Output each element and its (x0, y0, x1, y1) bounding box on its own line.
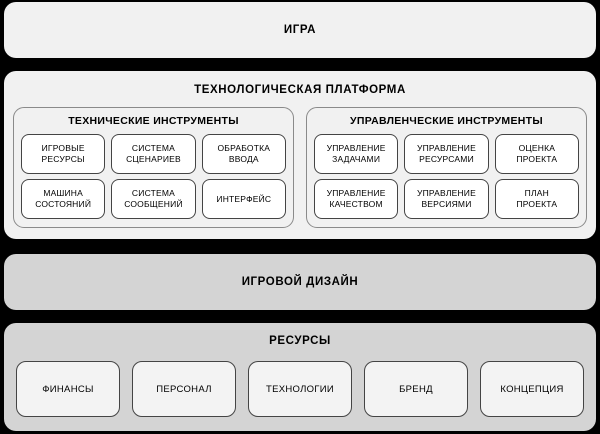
band-platform: ТЕХНОЛОГИЧЕСКАЯ ПЛАТФОРМА ТЕХНИЧЕСКИЕ ИН… (4, 71, 596, 239)
tool-cell[interactable]: СИСТЕМА СООБЩЕНИЙ (111, 179, 196, 219)
resource-cell[interactable]: БРЕНД (364, 361, 468, 417)
tool-cell[interactable]: ИГРОВЫЕ РЕСУРСЫ (21, 134, 106, 174)
band-game-design-title: ИГРОВОЙ ДИЗАЙН (241, 276, 359, 288)
group-management-tools: УПРАВЛЕНЧЕСКИЕ ИНСТРУМЕНТЫ УПРАВЛЕНИЕ ЗА… (306, 107, 587, 228)
tool-cell[interactable]: СИСТЕМА СЦЕНАРИЕВ (111, 134, 196, 174)
tool-cell[interactable]: УПРАВЛЕНИЕ ЗАДАЧАМИ (314, 134, 399, 174)
band-resources: РЕСУРСЫ ФИНАНСЫ ПЕРСОНАЛ ТЕХНОЛОГИИ БРЕН… (4, 323, 596, 431)
tool-cell[interactable]: УПРАВЛЕНИЕ КАЧЕСТВОМ (314, 179, 399, 219)
tool-cell[interactable]: УПРАВЛЕНИЕ РЕСУРСАМИ (404, 134, 489, 174)
resource-cell[interactable]: ТЕХНОЛОГИИ (248, 361, 352, 417)
band-resources-title: РЕСУРСЫ (269, 335, 331, 347)
tool-cell[interactable]: УПРАВЛЕНИЕ ВЕРСИЯМИ (404, 179, 489, 219)
tool-cell[interactable]: МАШИНА СОСТОЯНИЙ (21, 179, 106, 219)
band-game-title: ИГРА (283, 24, 317, 36)
platform-groups: ТЕХНИЧЕСКИЕ ИНСТРУМЕНТЫ ИГРОВЫЕ РЕСУРСЫ … (13, 107, 587, 228)
tool-cell[interactable]: ПЛАН ПРОЕКТА (494, 179, 579, 219)
group-technical-tools-grid: ИГРОВЫЕ РЕСУРСЫ СИСТЕМА СЦЕНАРИЕВ ОБРАБО… (21, 134, 286, 219)
resources-row: ФИНАНСЫ ПЕРСОНАЛ ТЕХНОЛОГИИ БРЕНД КОНЦЕП… (16, 361, 584, 417)
group-management-tools-title: УПРАВЛЕНЧЕСКИЕ ИНСТРУМЕНТЫ (350, 115, 543, 127)
resource-cell[interactable]: ФИНАНСЫ (16, 361, 120, 417)
band-game: ИГРА (4, 2, 596, 58)
tool-cell[interactable]: ОБРАБОТКА ВВОДА (201, 134, 286, 174)
group-technical-tools: ТЕХНИЧЕСКИЕ ИНСТРУМЕНТЫ ИГРОВЫЕ РЕСУРСЫ … (13, 107, 294, 228)
group-management-tools-grid: УПРАВЛЕНИЕ ЗАДАЧАМИ УПРАВЛЕНИЕ РЕСУРСАМИ… (314, 134, 579, 219)
band-platform-title: ТЕХНОЛОГИЧЕСКАЯ ПЛАТФОРМА (194, 84, 406, 96)
band-game-design: ИГРОВОЙ ДИЗАЙН (4, 254, 596, 310)
group-technical-tools-title: ТЕХНИЧЕСКИЕ ИНСТРУМЕНТЫ (68, 115, 239, 127)
resource-cell[interactable]: ПЕРСОНАЛ (132, 361, 236, 417)
resource-cell[interactable]: КОНЦЕПЦИЯ (480, 361, 584, 417)
tool-cell[interactable]: ИНТЕРФЕЙС (201, 179, 286, 219)
tool-cell[interactable]: ОЦЕНКА ПРОЕКТА (494, 134, 579, 174)
